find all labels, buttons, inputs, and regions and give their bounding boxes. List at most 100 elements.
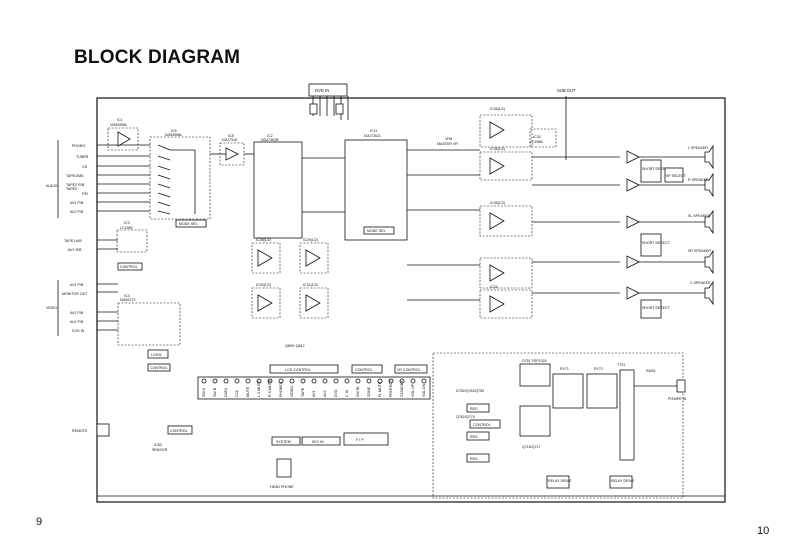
ic4-block — [117, 302, 181, 346]
cpu-pin-dot — [289, 378, 295, 384]
ic33-block — [529, 128, 557, 148]
lcd-q-label: Q805~Q812 — [285, 344, 305, 348]
fip-block — [343, 432, 389, 446]
lcd-control-label: LCD CONTROL — [285, 368, 311, 372]
input-av1-rb: AV1 R/B — [68, 248, 82, 252]
cpu-pin-dot — [377, 378, 383, 384]
cpu-pin-label: AV2 — [323, 390, 327, 397]
sp-select-label: SP SELECT — [666, 174, 687, 178]
ic36a-block — [479, 114, 533, 148]
short-detect-2 — [640, 233, 662, 257]
page-title: BLOCK DIAGRAM — [74, 47, 241, 68]
input-cd: CD — [82, 165, 88, 169]
control-label-4: CONTROL — [355, 368, 373, 372]
mode-sel-1 — [175, 219, 207, 228]
amp-bus — [407, 149, 620, 301]
relay-ry71 — [552, 373, 584, 409]
cpu-pin-label: DATA — [224, 387, 228, 397]
ic34-block — [479, 289, 533, 319]
ic3-block — [116, 229, 148, 253]
video-group-label: VIDEO — [46, 306, 57, 310]
mode-sel-label-1: MODE SEL — [179, 222, 198, 226]
cpu-pin-label: ZONE — [367, 386, 371, 397]
cpu-pin-dot — [234, 378, 240, 384]
ic5-name: IC5 — [171, 129, 177, 133]
video-av1: AV1 P/B — [70, 283, 84, 287]
key-in-label: KEY IN — [312, 440, 324, 444]
cpu-pin-label: TAPE — [301, 387, 305, 397]
relay-drive-1 — [546, 475, 570, 489]
ic30-name: IC30(1/2) — [256, 283, 271, 287]
input-tuner: TUNER — [76, 155, 89, 159]
cpu-pin-label: STANDBY — [400, 380, 404, 397]
transformer-label: T701 — [617, 363, 625, 367]
ic1-part: NJM4558L — [110, 123, 127, 127]
cpu-pin-dot — [267, 378, 273, 384]
relay-drive-2 — [609, 475, 633, 489]
relay-drive-label-2: RELAY DRIVE — [611, 479, 635, 483]
speaker-l: L SPEAKER — [688, 146, 708, 150]
control-label-ps: CONTROL — [473, 423, 491, 427]
ic33-part: LC4966 — [530, 140, 543, 144]
tape2-label: TAPE2 — [66, 187, 77, 191]
ic3-name: IC3 — [124, 221, 130, 225]
reg-q762: Q762/Q774 — [456, 415, 475, 419]
speaker-sr: SR SPEAKER — [688, 249, 711, 253]
control-block-3 — [167, 425, 193, 435]
lcd-control-block — [269, 364, 339, 374]
control-block-1 — [117, 262, 143, 271]
cpu-pin-dot — [388, 378, 394, 384]
ic36c-block — [479, 257, 533, 289]
cpu-pin-dot — [322, 378, 328, 384]
speaker-sl: SL SPEAKER — [688, 214, 711, 218]
page-number-left: 9 — [36, 516, 43, 528]
control-block-4 — [351, 364, 383, 374]
cpu-pin-dot — [223, 378, 229, 384]
control-block-2 — [147, 363, 171, 372]
input-phono: PHONO — [72, 144, 85, 148]
remote-jack — [96, 423, 110, 437]
short-detect-1 — [640, 159, 662, 183]
cpu-pin-label: SW B — [213, 387, 217, 397]
cpu-pin-dot — [278, 378, 284, 384]
regulator-d751 — [519, 363, 551, 387]
cpu-pin-label: MUTE — [246, 386, 250, 397]
control-label-2: CONTROL — [150, 366, 168, 370]
reg-q752: D752/Q753/Q755 — [456, 389, 484, 393]
ic36a-name: IC36(1/2) — [490, 107, 505, 111]
cpu-pin-strip — [197, 376, 431, 400]
control-label-3: CONTROL — [170, 429, 188, 433]
page-number-right: 10 — [757, 525, 770, 537]
key-in-block — [301, 436, 341, 446]
head-phone-jack — [276, 458, 292, 478]
ic11-name: IC11 — [370, 129, 377, 133]
ic1-name: IC1 — [117, 118, 123, 122]
short-detect-3 — [640, 299, 662, 319]
relay-drive-label-1: RELAY DRIVE — [548, 479, 572, 483]
reg-label-1: REG — [470, 407, 478, 411]
ic2-name: IC2 — [267, 134, 273, 138]
short-detect-label-3: SHORT DETECT — [642, 306, 671, 310]
cpu-pin-label: DVD — [334, 389, 338, 397]
cpu-pin-label: L S MUTE — [257, 380, 261, 397]
cpu-pin-dot — [355, 378, 361, 384]
input-tape2-rb: TAPE2 R/B — [66, 183, 85, 187]
video-av2-pb: AV2 P/B — [70, 320, 84, 324]
cpu-pin-label: AV1 — [312, 390, 316, 397]
cpu-pin-dot — [344, 378, 350, 384]
sub-out-label: SUB OUT — [557, 88, 576, 93]
vr-control-block — [394, 364, 428, 374]
ic3-part: LC4966 — [120, 226, 133, 230]
sensor-name: IC83 — [154, 443, 162, 447]
speaker-outputs: L SPEAKER R SPEAKER SL SPEAKER SR SPEAKE… — [639, 144, 714, 306]
power-supply-section — [432, 352, 684, 499]
cpu-pin-dot — [256, 378, 262, 384]
vr-name: VR8 — [445, 137, 452, 141]
ic36b-block — [479, 151, 533, 181]
cpu-pin-dot — [300, 378, 306, 384]
video-dvd-in: DVD IN — [72, 329, 85, 333]
cpu-pin-dot — [245, 378, 251, 384]
cpu-pin-dot — [399, 378, 405, 384]
ic8-part: NJU7316 — [222, 138, 237, 142]
